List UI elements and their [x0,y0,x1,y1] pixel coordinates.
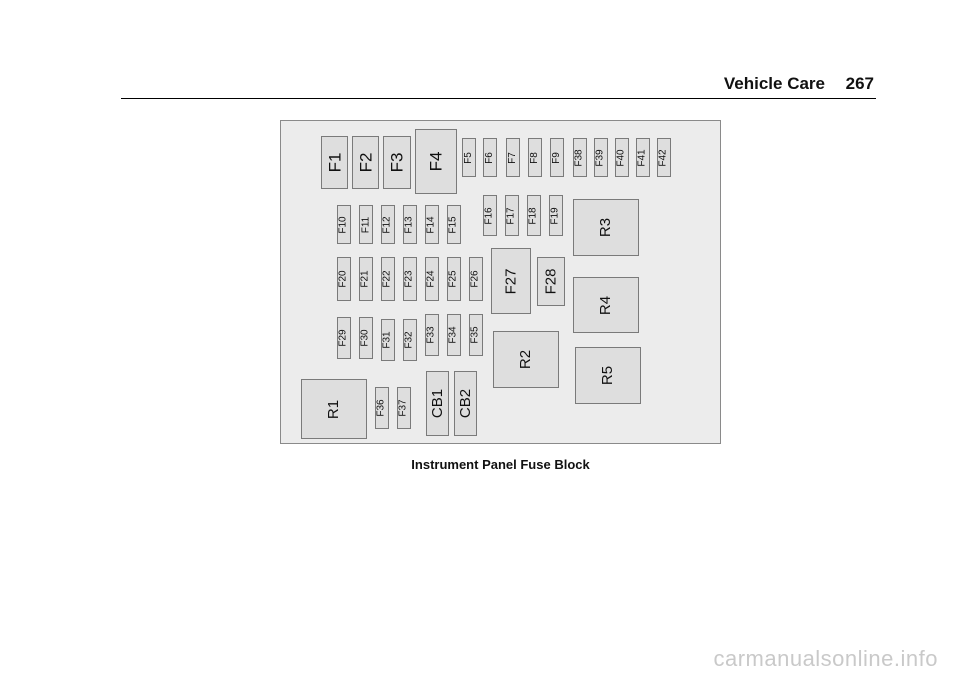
fuse-F2: F2 [352,136,379,189]
fuse-F12: F12 [381,205,395,244]
relay-R1: R1 [301,379,367,439]
relay-R2: R2 [493,331,559,388]
relay-R5: R5 [575,347,641,404]
figure-caption: Instrument Panel Fuse Block [411,457,590,472]
relay-R4: R4 [573,277,639,333]
fuse-F38: F38 [573,138,587,177]
fuse-F25: F25 [447,257,461,301]
fuse-F37: F37 [397,387,411,429]
fuse-F19: F19 [549,195,563,236]
fuse-F13: F13 [403,205,417,244]
fuse-F5: F5 [462,138,476,177]
fuse-F3: F3 [383,136,411,189]
fuse-F17: F17 [505,195,519,236]
header-divider [121,98,876,99]
watermark: carmanualsonline.info [713,646,938,671]
circuit-breaker-CB1: CB1 [426,371,449,436]
fuse-F26: F26 [469,257,483,301]
fuse-F23: F23 [403,257,417,301]
fuse-F27: F27 [491,248,531,314]
fuse-F24: F24 [425,257,439,301]
fuse-F9: F9 [550,138,564,177]
fuse-F36: F36 [375,387,389,429]
fuse-F32: F32 [403,319,417,361]
fuse-F18: F18 [527,195,541,236]
fuse-F10: F10 [337,205,351,244]
fuse-F15: F15 [447,205,461,244]
fuse-F28: F28 [537,257,565,306]
fuse-F6: F6 [483,138,497,177]
fuse-F22: F22 [381,257,395,301]
fuse-F29: F29 [337,317,351,359]
fuse-F20: F20 [337,257,351,301]
fuse-F16: F16 [483,195,497,236]
fuse-F40: F40 [615,138,629,177]
fuse-F14: F14 [425,205,439,244]
fuse-F35: F35 [469,314,483,356]
fuse-F41: F41 [636,138,650,177]
fuse-F21: F21 [359,257,373,301]
fuse-F11: F11 [359,205,373,244]
fuse-F42: F42 [657,138,671,177]
relay-R3: R3 [573,199,639,256]
fuse-block-diagram: F1 F2 F3 F4 F5 F6 F7 F8 F9 F38 F39 F40 F… [280,120,721,444]
fuse-F1: F1 [321,136,348,189]
fuse-F4: F4 [415,129,457,194]
fuse-F30: F30 [359,317,373,359]
fuse-F39: F39 [594,138,608,177]
fuse-F33: F33 [425,314,439,356]
section-title: Vehicle Care [723,74,825,93]
fuse-F34: F34 [447,314,461,356]
page-number: 267 [845,74,874,93]
fuse-F31: F31 [381,319,395,361]
fuse-F7: F7 [506,138,520,177]
circuit-breaker-CB2: CB2 [454,371,477,436]
fuse-F8: F8 [528,138,542,177]
